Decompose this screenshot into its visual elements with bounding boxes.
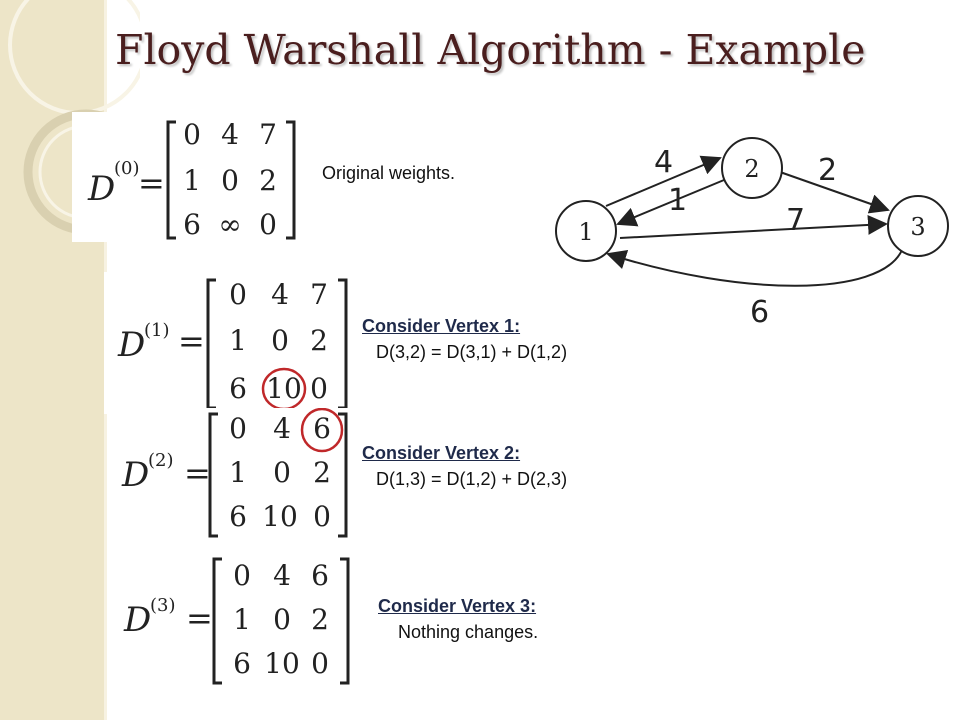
matrix-cell: 10	[262, 500, 298, 533]
matrix-cell: 6	[229, 500, 247, 533]
node-label: 1	[578, 218, 593, 246]
vertex1-text: D(3,2) = D(3,1) + D(1,2)	[376, 342, 568, 362]
vertex3-note: Consider Vertex 3: Nothing changes.	[378, 593, 538, 645]
matrix-cell: 10	[264, 647, 300, 680]
equals-sign: =	[186, 599, 213, 637]
slide-title: Floyd Warshall Algorithm - Example	[115, 26, 866, 74]
vertex1-note: Consider Vertex 1: D(3,2) = D(3,1) + D(1…	[362, 313, 567, 365]
matrix-cell: 0	[229, 412, 247, 445]
matrix-cell: 6	[183, 208, 201, 241]
matrix-cell: 2	[313, 456, 331, 489]
matrix-cell: 1	[183, 164, 201, 197]
edge-1-to-3	[619, 214, 888, 239]
vertex2-heading: Consider Vertex 2:	[362, 443, 521, 463]
matrix-d3-superscript: (3)	[150, 595, 176, 616]
matrix-d2-superscript: (2)	[148, 450, 174, 471]
edge-weight-label: 7	[786, 203, 805, 238]
matrix-cell: 4	[221, 118, 239, 151]
edge-3-to-1	[606, 249, 903, 287]
matrix-cell: 1	[229, 456, 247, 489]
matrix-cell: 4	[273, 559, 291, 592]
matrix-cell: 6	[313, 412, 331, 445]
right-bracket	[338, 278, 348, 410]
matrix-cell: 6	[311, 559, 329, 592]
node-label: 2	[744, 155, 759, 183]
matrix-cell: 0	[310, 372, 328, 405]
matrix-cell: 0	[311, 647, 329, 680]
matrix-d0-superscript: (0)	[114, 158, 140, 179]
vertex1-heading: Consider Vertex 1:	[362, 316, 521, 336]
matrix-cell: 2	[311, 603, 329, 636]
matrix-cell: 0	[183, 118, 201, 151]
graph-node-1	[555, 200, 617, 262]
matrix-cell: 0	[259, 208, 277, 241]
vertex3-heading: Consider Vertex 3:	[378, 596, 537, 616]
matrix-cell: 1	[233, 603, 251, 636]
left-bracket	[166, 120, 176, 240]
matrix-cell: 0	[221, 164, 239, 197]
matrix-d1-superscript: (1)	[144, 320, 170, 341]
matrix-cell: 2	[310, 324, 328, 357]
vertex2-note: Consider Vertex 2: D(1,3) = D(1,2) + D(2…	[362, 440, 567, 492]
matrix-d2-panel: D (2) = 0 4 6 1 0 2 6 10 0	[112, 408, 362, 542]
original-weights-note: Original weights.	[322, 163, 456, 183]
matrix-cell: ∞	[218, 208, 241, 241]
edge-1-to-2	[605, 155, 722, 207]
matrix-cell: 6	[233, 647, 251, 680]
matrix-d3-panel: D (3) = 0 4 6 1 0 2 6 10 0	[112, 553, 362, 689]
right-bracket	[338, 412, 348, 538]
matrix-cell: 0	[273, 603, 291, 636]
left-bracket	[208, 412, 218, 538]
matrix-d2: D (2) = 0 4 6 1 0 2 6 10 0	[121, 408, 348, 538]
matrix-cell: 0	[313, 500, 331, 533]
matrix-d2-label: D	[121, 455, 149, 495]
edge-weight-label: 6	[750, 295, 769, 330]
equals-sign: =	[178, 322, 205, 360]
left-bracket	[206, 278, 216, 410]
graph-node-2	[721, 137, 783, 199]
right-bracket	[286, 120, 296, 240]
matrix-cell: 2	[259, 164, 277, 197]
matrix-cell: 0	[271, 324, 289, 357]
matrix-cell: 4	[273, 412, 291, 445]
matrix-d1-label: D	[117, 325, 145, 365]
right-bracket	[340, 557, 350, 685]
edge-2-to-1	[616, 179, 725, 227]
matrix-cell: 4	[271, 278, 289, 311]
matrix-cell: 10	[266, 372, 302, 405]
equals-sign: =	[138, 164, 165, 202]
equals-sign: =	[184, 454, 211, 492]
matrix-d3-label: D	[123, 600, 151, 640]
matrix-cell: 6	[229, 372, 247, 405]
node-label: 3	[910, 213, 925, 241]
matrix-cell: 0	[273, 456, 291, 489]
matrix-d0-panel: D (0) = 0 4 7 1 0 2 6 ∞ 0	[72, 112, 312, 242]
edge-2-to-3	[779, 171, 890, 214]
matrix-d3: D (3) = 0 4 6 1 0 2 6 10 0	[123, 557, 350, 685]
edge-weight-label: 2	[818, 153, 837, 188]
matrix-d0-label: D	[87, 169, 115, 209]
matrix-cell: 7	[259, 118, 277, 151]
vertex3-text: Nothing changes.	[398, 622, 539, 642]
graph-node-3	[887, 195, 949, 257]
matrix-d1-panel: D (1) = 0 4 7 1 0 2 6 10 0	[104, 272, 354, 414]
left-bracket	[212, 557, 222, 685]
matrix-d1: D (1) = 0 4 7 1 0 2 6 10 0	[117, 278, 348, 411]
matrix-cell: 0	[229, 278, 247, 311]
edge-weight-label: 1	[668, 183, 687, 218]
matrix-cell: 7	[310, 278, 328, 311]
matrix-cell: 0	[233, 559, 251, 592]
vertex2-text: D(1,3) = D(1,2) + D(2,3)	[376, 469, 568, 489]
matrix-d0: D (0) = 0 4 7 1 0 2 6 ∞ 0	[87, 118, 296, 241]
highlight-circle	[300, 408, 344, 453]
edge-weight-label: 4	[654, 145, 673, 180]
matrix-cell: 1	[229, 324, 247, 357]
weighted-digraph: 1 2 3 4 1 2 7 6	[555, 137, 949, 330]
